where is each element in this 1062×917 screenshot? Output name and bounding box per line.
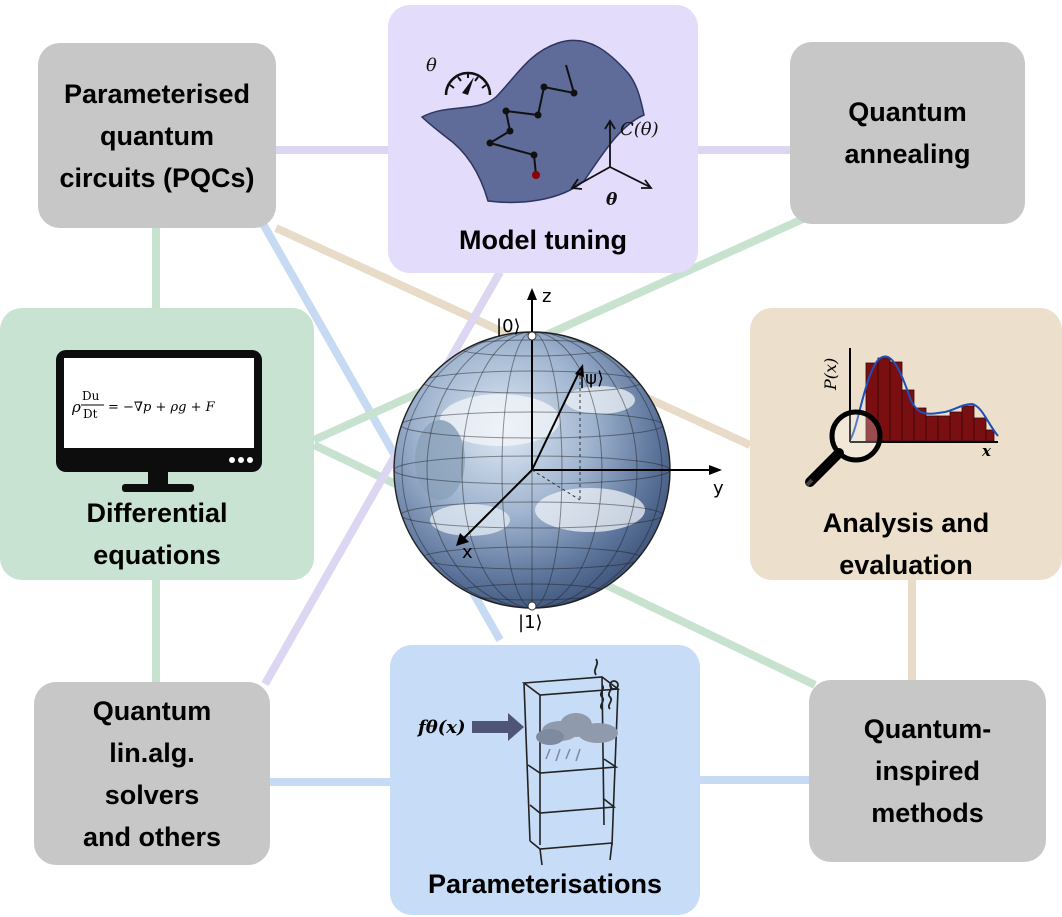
cost-label: C(θ) xyxy=(620,119,659,140)
linalg-line-4: and others xyxy=(82,821,222,852)
pqc-line-2: quantum xyxy=(100,120,214,151)
loss-surface xyxy=(420,39,645,204)
grid-column-icon: fθ(x) xyxy=(416,658,621,866)
pqc-line-1: Parameterised xyxy=(63,78,251,109)
minimum-point xyxy=(532,171,540,179)
diffeq-line-2: equations xyxy=(93,540,221,570)
node-annealing: Quantum annealing xyxy=(790,42,1025,224)
node-analysis: P(x) x Analysis and evaluation xyxy=(750,308,1062,580)
inspired-line-2: inspired xyxy=(874,756,981,786)
histogram-ylabel: P(x) xyxy=(821,358,840,391)
annealing-line-2: annealing xyxy=(844,139,971,169)
axis-theta-label: θ xyxy=(606,190,618,210)
diffeq-line-1: Differential xyxy=(86,498,228,528)
density-curve xyxy=(849,355,999,441)
node-model-tuning: θ C(θ) θ Model tuning xyxy=(388,5,698,273)
inspired-line-3: methods xyxy=(871,798,984,828)
node-model-tuning-label: Model tuning xyxy=(459,225,627,255)
input-arrow xyxy=(472,713,524,741)
model-tuning-icon: θ C(θ) θ xyxy=(420,39,659,210)
bloch-x-label: x xyxy=(462,542,473,563)
linalg-line-1: Quantum xyxy=(92,695,212,726)
node-linalg: Quantum lin.alg. solvers and others xyxy=(34,682,270,865)
node-param: fθ(x) Parameterisations xyxy=(390,645,700,915)
analysis-line-2: evaluation xyxy=(839,550,973,580)
linalg-line-2: lin.alg. xyxy=(109,737,195,768)
eq-frac-den: Dt xyxy=(83,407,98,421)
gauge-icon xyxy=(444,71,492,96)
node-diff-eq: ρ Du Dt = −∇p + ρg + F Differential equa… xyxy=(0,308,314,580)
magnifier-icon xyxy=(805,409,883,487)
gauge-theta-label: θ xyxy=(426,55,437,76)
node-annealing-label: Quantum annealing xyxy=(790,91,1025,175)
linalg-line-3: solvers xyxy=(104,779,200,810)
monitor-icon: ρ Du Dt = −∇p + ρg + F xyxy=(56,350,262,492)
bloch-z-label: z xyxy=(542,286,551,307)
node-analysis-label: Analysis and evaluation xyxy=(750,502,1062,586)
pqc-line-3: circuits (PQCs) xyxy=(59,162,255,193)
histogram-icon: P(x) x xyxy=(805,348,999,487)
connector-model-linalg xyxy=(261,270,504,686)
node-diff-eq-label: Differential equations xyxy=(0,492,314,576)
cloud-icon xyxy=(536,713,618,762)
node-param-label: Parameterisations xyxy=(427,869,663,899)
cost-axes-icon xyxy=(570,119,653,190)
bloch-y-label: y xyxy=(713,478,724,499)
bloch-ket0-label: |0⟩ xyxy=(496,316,521,337)
steam-icon xyxy=(593,658,619,710)
histogram-xlabel: x xyxy=(981,442,992,460)
annealing-line-1: Quantum xyxy=(848,97,967,127)
analysis-line-1: Analysis and xyxy=(822,508,990,538)
eq-frac-num: Du xyxy=(82,389,100,403)
connector-diffeq-annealing xyxy=(312,214,807,444)
param-func-label: fθ(x) xyxy=(416,717,466,738)
node-inspired-label: Quantum- inspired methods xyxy=(809,708,1046,834)
inspired-line-1: Quantum- xyxy=(863,714,992,744)
eq-rho: ρ xyxy=(71,398,81,416)
node-pqc-label: Parameterised quantum circuits (PQCs) xyxy=(38,73,276,199)
node-pqc: Parameterised quantum circuits (PQCs) xyxy=(38,43,276,228)
bloch-ketpsi-label: |ψ⟩ xyxy=(579,368,604,389)
eq-rhs: = −∇p + ρg + F xyxy=(108,400,216,415)
node-linalg-label: Quantum lin.alg. solvers and others xyxy=(34,690,270,858)
node-inspired: Quantum- inspired methods xyxy=(809,680,1046,862)
bloch-ket1-label: |1⟩ xyxy=(518,612,543,633)
